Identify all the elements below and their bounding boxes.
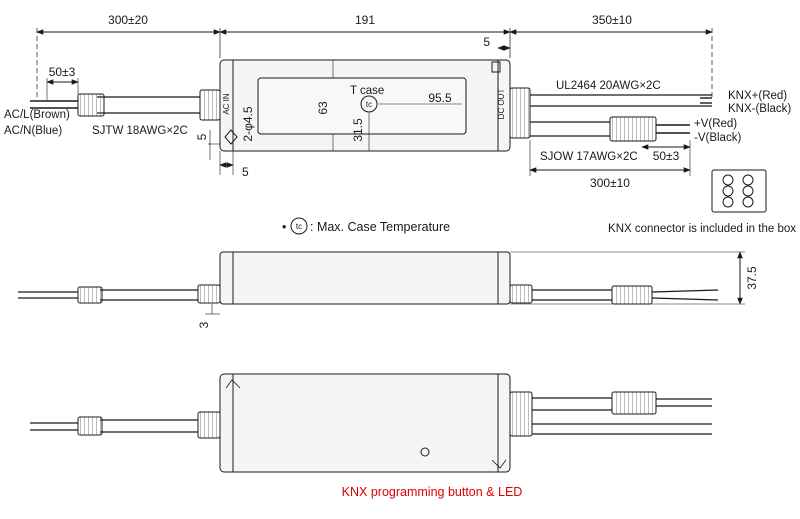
tcase-y-dim: 31.5 bbox=[351, 118, 365, 142]
side-height: 37.5 bbox=[745, 266, 759, 290]
knx-connector-bottom bbox=[611, 391, 657, 415]
psu-housing-side bbox=[219, 251, 511, 305]
dc-strip-length: 50±3 bbox=[653, 149, 680, 163]
mounting-slot-right bbox=[491, 61, 501, 73]
top-view bbox=[30, 28, 713, 176]
dc-cable-length: 300±10 bbox=[590, 176, 630, 190]
dc-out-marking: DC OUT bbox=[497, 89, 506, 120]
tcase-x-dim: 95.5 bbox=[428, 91, 452, 105]
legend-bullet: • bbox=[282, 220, 286, 234]
input-cable-spec: SJTW 18AWG×2C bbox=[92, 125, 188, 137]
mount-offset-left: 5 bbox=[195, 133, 209, 140]
ac-in-marking: AC IN bbox=[222, 93, 231, 115]
mounting-slot-left bbox=[224, 129, 238, 145]
foot-height: 3 bbox=[197, 321, 211, 328]
tc-symbol: tc bbox=[366, 100, 372, 109]
legend-tc-icon bbox=[290, 217, 308, 235]
knx-plus-label: KNX+(Red) bbox=[728, 90, 787, 102]
legend-text: : Max. Case Temperature bbox=[310, 220, 450, 234]
bottom-view bbox=[30, 373, 712, 473]
v-minus-label: -V(Black) bbox=[694, 132, 741, 144]
input-strain-relief bbox=[199, 89, 221, 121]
legend-tc-symbol: tc bbox=[296, 222, 302, 231]
hole-spec: 2-φ4.5 bbox=[241, 106, 255, 141]
input-cable-length: 300±20 bbox=[108, 13, 148, 27]
ac-l-label: AC/L(Brown) bbox=[4, 109, 70, 121]
knx-programming-caption: KNX programming button & LED bbox=[342, 485, 523, 499]
v-plus-label: +V(Red) bbox=[694, 118, 737, 130]
tcase-point-icon bbox=[360, 95, 378, 113]
knx-minus-label: KNX-(Black) bbox=[728, 103, 791, 115]
mount-offset: 5 bbox=[483, 35, 490, 49]
strip-length: 50±3 bbox=[49, 65, 76, 79]
knx-connector-sketch bbox=[711, 169, 767, 213]
psu-housing-bottom bbox=[219, 373, 511, 473]
label-area bbox=[257, 77, 467, 135]
height-dim: 63 bbox=[316, 101, 330, 115]
ac-n-label: AC/N(Blue) bbox=[4, 125, 62, 137]
dc-cable-spec: SJOW 17AWG×2C bbox=[540, 151, 638, 163]
knx-connector-note: KNX connector is included in the box bbox=[608, 223, 796, 235]
knx-cable-spec: UL2464 20AWG×2C bbox=[556, 80, 661, 92]
tcase-label: T case bbox=[350, 85, 384, 97]
knx-programming-button bbox=[420, 447, 430, 457]
output-strain-relief bbox=[509, 87, 531, 139]
side-view bbox=[18, 251, 745, 315]
dc-connector bbox=[609, 116, 657, 142]
mount-offset-bottom: 5 bbox=[242, 165, 249, 179]
output-cable-length: 350±10 bbox=[592, 13, 632, 27]
body-length: 191 bbox=[355, 13, 375, 27]
input-cable-jacket-end bbox=[77, 93, 105, 117]
